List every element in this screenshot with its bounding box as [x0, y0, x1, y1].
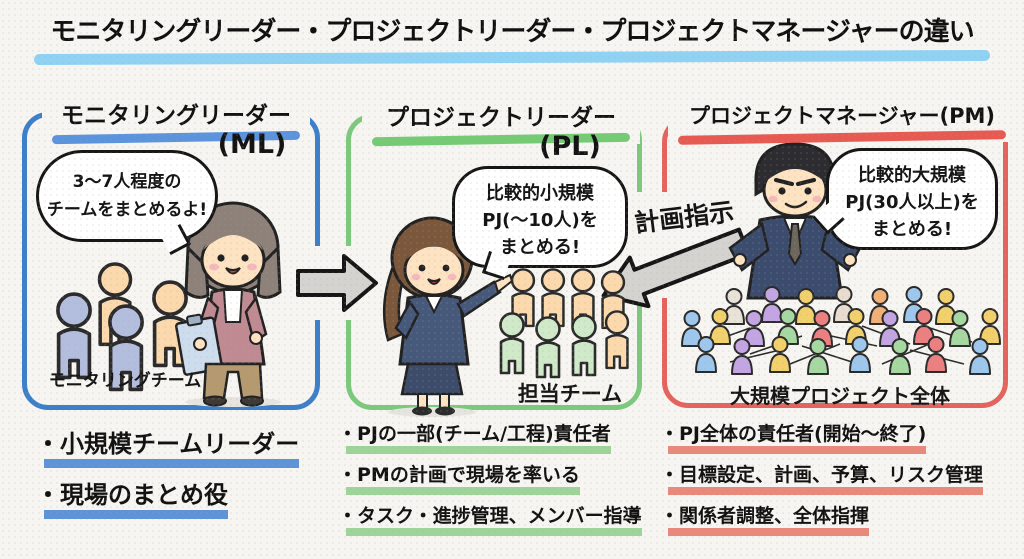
pl-leader-illustration: [382, 216, 514, 417]
speech-bubble-ml: 3〜7人程度の チームをまとめるよ!: [36, 150, 218, 256]
bubble-line: 比較的小規模: [486, 183, 594, 204]
bubble-line: チームをまとめるよ!: [46, 200, 208, 221]
bubble-line: PJ(〜10人)を: [482, 210, 598, 231]
ml-leader-illustration: [175, 201, 282, 407]
speech-bubble-pl: 比較的小規模 PJ(〜10人)を まとめる!: [452, 166, 628, 280]
bullet-list-pm: ・PJ全体の責任者(開始〜終了) ・目標設定、計画、予算、リスク管理 ・関係者調…: [660, 419, 984, 542]
bullet-item: ・PJ全体の責任者(開始〜終了): [660, 419, 983, 454]
header-project-leader: プロジェクトリーダー: [362, 96, 640, 147]
team-label-ml: モニタリングチーム: [48, 371, 202, 391]
team-label-pm: 大規模プロジェクト全体: [730, 384, 950, 408]
header-text: プロジェクトリーダー: [386, 105, 616, 131]
speech-bubble-pm: 比較的大規模 PJ(30人以上)を まとめる!: [812, 148, 998, 250]
team-label-pl: 担当チーム: [517, 382, 623, 406]
flow-arrow-icon: [296, 254, 378, 312]
bubble-line: まとめる!: [871, 219, 953, 240]
header-monitoring-leader: モニタリングリーダー: [42, 94, 310, 145]
abbr-ml: (ML): [217, 129, 287, 160]
bullet-item: ・PMの計画で現場を率いる: [338, 460, 642, 495]
header-text: モニタリングリーダー: [61, 103, 291, 129]
bullet-list-pl: ・PJの一部(チーム/工程)責任者 ・PMの計画で現場を率いる ・タスク・進捗管…: [338, 419, 642, 542]
page-title: モニタリングリーダー・プロジェクトリーダー・プロジェクトマネージャーの違い: [50, 17, 974, 47]
title-underline: [33, 49, 991, 66]
pl-team-illustration: [499, 268, 630, 379]
bubble-line: 3〜7人程度の: [72, 172, 182, 192]
bullet-item: ・現場のまとめ役: [36, 475, 299, 519]
pm-manager-illustration: [728, 142, 862, 300]
bullet-list-ml: ・小規模チームリーダー ・現場のまとめ役: [36, 424, 300, 526]
bullet-item: ・タスク・進捗管理、メンバー指導: [338, 501, 642, 536]
header-project-manager: プロジェクトマネージャー(PM): [668, 98, 1016, 145]
bubble-line: PJ(30人以上)を: [845, 192, 979, 213]
bullet-item: ・目標設定、計画、予算、リスク管理: [660, 460, 984, 495]
bubble-line: まとめる!: [499, 237, 581, 258]
header-text: プロジェクトマネージャー(PM): [688, 104, 995, 128]
bullet-item: ・PJの一部(チーム/工程)責任者: [338, 419, 642, 454]
bullet-item: ・小規模チームリーダー: [36, 424, 300, 468]
border-gap-mask: [618, 192, 748, 238]
pm-crowd-illustration: [681, 286, 1001, 375]
abbr-pl: (PL): [539, 131, 601, 162]
bubble-line: 比較的大規模: [858, 165, 966, 186]
bullet-item: ・関係者調整、全体指揮: [660, 501, 983, 536]
